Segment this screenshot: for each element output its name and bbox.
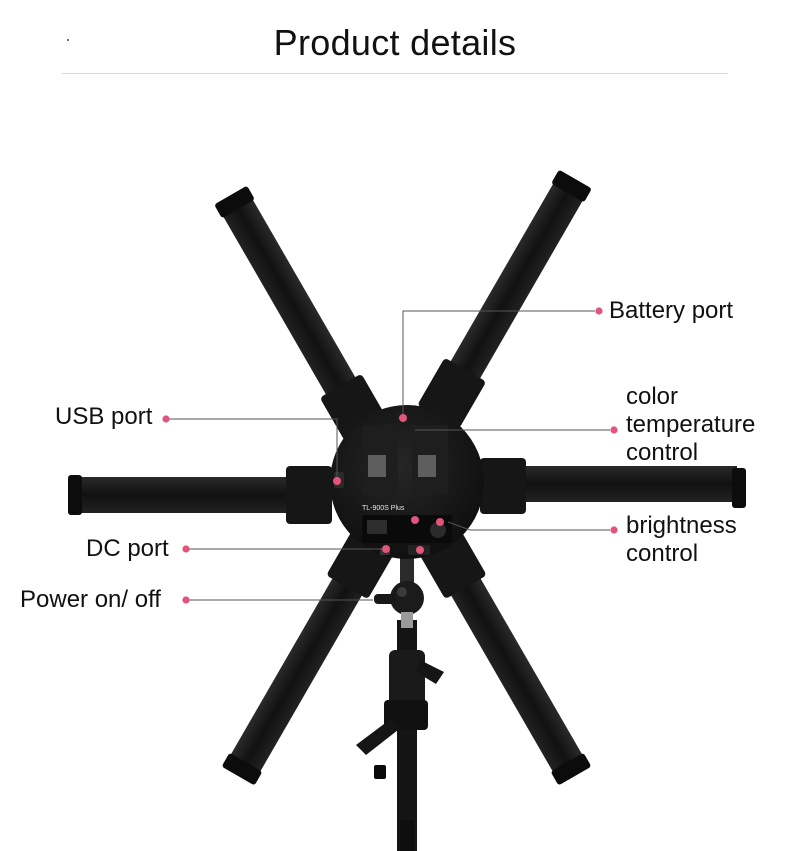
light-arm-lower-right bbox=[419, 529, 591, 785]
control-disc: TL-900S Plus bbox=[330, 405, 484, 559]
dot-dc-on-disc bbox=[382, 545, 390, 553]
decorative-speck bbox=[67, 39, 69, 41]
light-arm-upper-left bbox=[215, 186, 388, 444]
title-divider bbox=[62, 73, 728, 74]
callout-color-temperature-line-3: control bbox=[626, 439, 699, 466]
dot-usb-port bbox=[162, 415, 170, 423]
dot-battery-on-disc bbox=[399, 414, 407, 422]
dot-dc-port bbox=[182, 545, 190, 553]
dot-color-temp-on-disc bbox=[411, 516, 419, 524]
dot-brightness bbox=[610, 526, 618, 534]
page-title: Product details bbox=[273, 22, 517, 63]
dot-battery-port bbox=[595, 307, 603, 315]
callout-color-temperature-line-1: color bbox=[626, 383, 679, 410]
callout-leaders bbox=[166, 310, 610, 601]
callout-usb-port: USB port bbox=[55, 403, 153, 430]
dot-brightness-on-disc bbox=[436, 518, 444, 526]
dot-power-on-disc bbox=[416, 546, 424, 554]
model-label: TL-900S Plus bbox=[362, 505, 405, 512]
callout-brightness-line-1: brightness bbox=[626, 512, 737, 539]
dot-power bbox=[182, 596, 190, 604]
dot-usb-on-disc bbox=[333, 477, 341, 485]
light-stand bbox=[356, 620, 444, 851]
light-arm-left bbox=[68, 466, 332, 524]
callout-color-temperature-control: color temperature control bbox=[626, 383, 755, 467]
light-arm-right bbox=[480, 458, 746, 514]
callout-power-on-off: Power on/ off bbox=[20, 586, 161, 613]
callout-brightness-control: brightness control bbox=[626, 512, 737, 568]
callout-battery-port: Battery port bbox=[609, 297, 734, 324]
callout-brightness-line-2: control bbox=[626, 540, 699, 567]
light-arm-upper-right bbox=[418, 170, 591, 428]
ball-head-mount bbox=[374, 555, 424, 628]
callout-dc-port: DC port bbox=[86, 535, 169, 562]
callout-dots bbox=[162, 307, 618, 604]
callout-color-temperature-line-2: temperature bbox=[626, 411, 756, 438]
dot-color-temperature bbox=[610, 426, 618, 434]
